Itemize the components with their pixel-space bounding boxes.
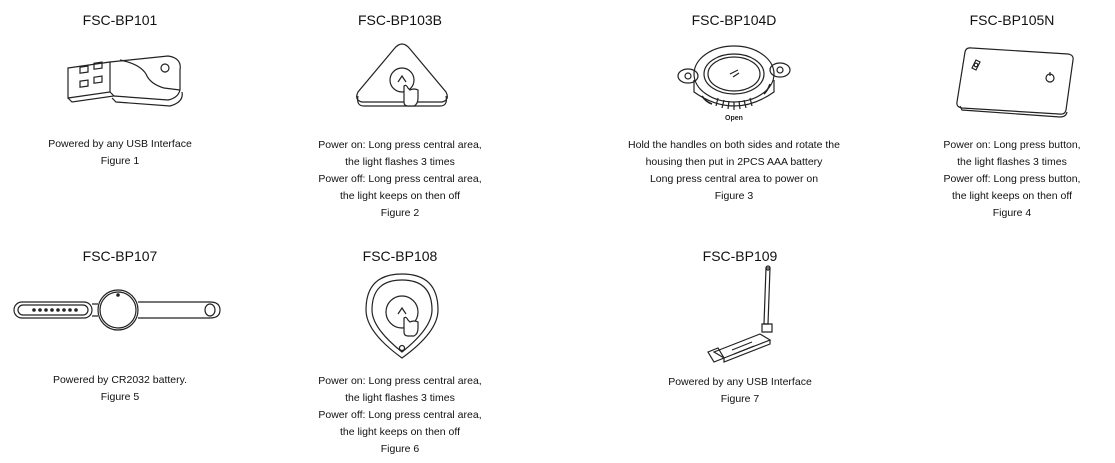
desc-line: Long press central area to power on [649, 173, 819, 185]
product-cell-bp109: FSC-BP109 [640, 248, 840, 264]
model-title: FSC-BP105N [969, 12, 1055, 28]
desc-line: Power off: Long press central area, [318, 173, 482, 185]
desc-line: the light keeps on then off [951, 190, 1073, 202]
desc-bp105n: Power on: Long press button, the light f… [922, 137, 1102, 222]
desc-line: Power on: Long press button, [943, 139, 1081, 151]
model-title: FSC-BP107 [82, 248, 158, 264]
desc-line: Powered by any USB Interface [48, 138, 192, 150]
figure-label: Figure 5 [100, 391, 140, 403]
wristband-icon [10, 286, 226, 336]
figure-label: Figure 1 [100, 155, 140, 167]
model-title: FSC-BP108 [362, 248, 438, 264]
desc-bp109: Powered by any USB Interface Figure 7 [640, 374, 840, 408]
model-title: FSC-BP104D [691, 12, 777, 28]
product-cell-bp105n: FSC-BP105N [922, 12, 1102, 28]
figure-label: Figure 2 [380, 207, 420, 219]
desc-line: housing then put in 2PCS AAA battery [645, 156, 823, 168]
figure-label: Figure 6 [380, 443, 420, 455]
desc-bp101: Powered by any USB Interface Figure 1 [20, 136, 220, 170]
model-title: FSC-BP109 [702, 248, 778, 264]
teardrop-beacon-icon [362, 270, 442, 362]
usb-dongle-icon [60, 50, 190, 110]
desc-line: Power off: Long press button, [943, 173, 1081, 185]
figure-label: Figure 3 [714, 190, 754, 202]
desc-line: Powered by any USB Interface [668, 376, 812, 388]
product-cell-bp104d: FSC-BP104D [634, 12, 834, 28]
desc-line: the light keeps on then off [339, 426, 461, 438]
desc-bp107: Powered by CR2032 battery. Figure 5 [20, 372, 220, 406]
desc-line: Power on: Long press central area, [318, 375, 482, 387]
desc-line: the light keeps on then off [339, 190, 461, 202]
product-cell-bp108: FSC-BP108 [300, 248, 500, 264]
triangle-beacon-icon [352, 40, 452, 108]
product-cell-bp101: FSC-BP101 [20, 12, 220, 28]
model-title: FSC-BP103B [357, 12, 443, 28]
desc-line: the light flashes 3 times [345, 392, 455, 404]
desc-line: Power off: Long press central area, [318, 409, 482, 421]
open-label: Open [725, 115, 743, 122]
desc-line: Powered by CR2032 battery. [52, 374, 188, 386]
desc-bp104d: Hold the handles on both sides and rotat… [584, 137, 884, 205]
figure-label: Figure 4 [992, 207, 1032, 219]
product-cell-bp107: FSC-BP107 [20, 248, 220, 264]
desc-bp108: Power on: Long press central area, the l… [300, 373, 500, 458]
desc-line: the light flashes 3 times [957, 156, 1067, 168]
desc-line: the light flashes 3 times [345, 156, 455, 168]
desc-line: Power on: Long press central area, [318, 139, 482, 151]
desc-line: Hold the handles on both sides and rotat… [628, 139, 840, 151]
usb-antenna-icon [704, 264, 784, 364]
figure-label: Figure 7 [720, 393, 760, 405]
card-beacon-icon [950, 40, 1080, 120]
round-beacon-icon: Open [676, 40, 792, 122]
desc-bp103b: Power on: Long press central area, the l… [300, 137, 500, 222]
product-cell-bp103b: FSC-BP103B [300, 12, 500, 28]
model-title: FSC-BP101 [82, 12, 158, 28]
